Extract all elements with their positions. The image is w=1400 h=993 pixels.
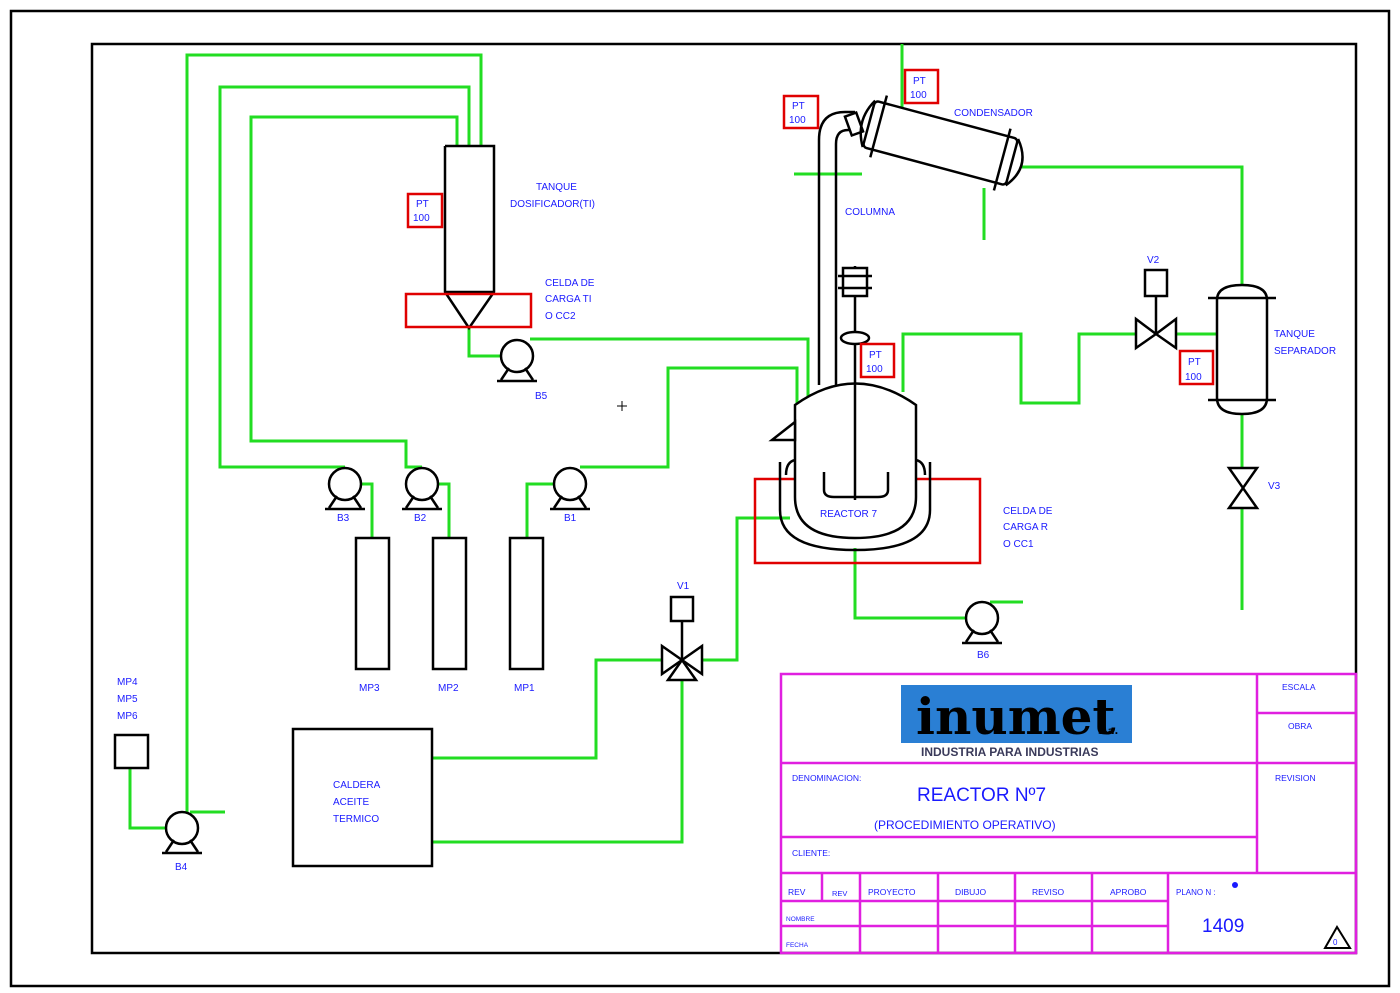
process-lines (128, 44, 1244, 844)
valve-v2-icon (1134, 268, 1178, 351)
label-mp2: MP2 (438, 683, 459, 694)
label-mp4: MP4 (117, 677, 138, 688)
valve-v1-icon (660, 595, 704, 682)
label-b4: B4 (175, 862, 188, 873)
tank-mp1 (508, 536, 545, 671)
pump-b2-icon (402, 466, 442, 511)
svg-text:PT: PT (869, 350, 882, 361)
label-b1: B1 (564, 513, 577, 524)
svg-text:0: 0 (1333, 938, 1338, 947)
label-rev-1: REV (788, 887, 806, 897)
label-nombre: NOMBRE (786, 916, 815, 923)
label-celda-cc1-2: CARGA R (1003, 522, 1048, 533)
label-mp3: MP3 (359, 683, 380, 694)
svg-text:100: 100 (866, 364, 883, 375)
boiler (291, 727, 434, 868)
label-celda-cc2-3: O CC2 (545, 311, 576, 322)
load-cell-cc2 (404, 292, 533, 329)
label-columna: COLUMNA (845, 207, 895, 218)
svg-text:PT: PT (913, 76, 926, 87)
separator-tank (1208, 283, 1276, 416)
label-b5: B5 (535, 391, 548, 402)
condenser (859, 95, 1024, 191)
label-separador-1: TANQUE (1274, 329, 1315, 340)
pump-b1-icon (550, 466, 590, 511)
pt-separator: PT 100 (1178, 349, 1215, 386)
svg-text:PT: PT (416, 199, 429, 210)
pt-condenser: PT 100 (903, 68, 940, 105)
inner-frame (90, 42, 1358, 955)
label-b3: B3 (337, 513, 350, 524)
label-caldera-3: TERMICO (333, 814, 379, 825)
label-rev-2: REV (832, 889, 847, 898)
dosing-tank (443, 144, 496, 331)
tank-mp456 (113, 733, 150, 770)
label-condensador: CONDENSADOR (954, 108, 1033, 119)
label-reactor: REACTOR 7 (820, 509, 877, 520)
label-b6: B6 (977, 650, 990, 661)
svg-text:100: 100 (789, 115, 806, 126)
pt-dosing: PT 100 (406, 192, 444, 229)
label-b2: B2 (414, 513, 427, 524)
label-plano: PLANO N : (1176, 888, 1216, 897)
drawing-number: 1409 (1202, 916, 1244, 937)
svg-text:PT: PT (792, 101, 805, 112)
company-logo: inumet s.a. INDUSTRIA PARA INDUSTRIAS (901, 685, 1132, 759)
label-celda-cc2-1: CELDA DE (545, 278, 595, 289)
label-denominacion: DENOMINACION: (792, 773, 861, 783)
label-reviso: REVISO (1032, 887, 1065, 897)
label-mp1: MP1 (514, 683, 535, 694)
label-aprobo: APROBO (1110, 887, 1147, 897)
label-separador-2: SEPARADOR (1274, 346, 1336, 357)
column (817, 110, 865, 385)
pt-column: PT 100 (782, 94, 820, 130)
svg-text:100: 100 (1185, 372, 1202, 383)
label-v3: V3 (1268, 481, 1281, 492)
label-revision: REVISION (1275, 773, 1316, 783)
reactor (753, 266, 982, 565)
label-tank-dosificador-2: DOSIFICADOR(TI) (510, 199, 595, 210)
label-tank-dosificador-1: TANQUE (536, 182, 577, 193)
label-cliente: CLIENTE: (792, 848, 830, 858)
label-escala: ESCALA (1282, 682, 1316, 692)
valve-v3-icon (1226, 466, 1260, 510)
label-celda-cc2-2: CARGA TI (545, 294, 592, 305)
label-celda-cc1-3: O CC1 (1003, 539, 1034, 550)
label-proyecto: PROYECTO (868, 887, 916, 897)
drawing-title: REACTOR Nº7 (917, 785, 1046, 806)
label-mp6: MP6 (117, 711, 138, 722)
label-celda-cc1-1: CELDA DE (1003, 506, 1053, 517)
pt-reactor: PT 100 (859, 342, 896, 379)
label-mp5: MP5 (117, 694, 138, 705)
outer-frame (9, 9, 1391, 988)
label-dibujo: DIBUJO (955, 887, 987, 897)
pump-b4-icon (162, 810, 202, 855)
svg-text:inumet: inumet (916, 687, 1116, 746)
revision-triangle-icon: 0 (1323, 925, 1352, 949)
label-v1: V1 (677, 581, 690, 592)
svg-text:100: 100 (910, 90, 927, 101)
drawing-subtitle: (PROCEDIMIENTO OPERATIVO) (874, 818, 1056, 832)
pump-b3-icon (325, 466, 365, 511)
tank-mp2 (431, 536, 468, 671)
pump-b5-icon (497, 338, 537, 383)
title-block: inumet s.a. INDUSTRIA PARA INDUSTRIAS ES… (779, 672, 1358, 955)
svg-text:PT: PT (1188, 357, 1201, 368)
label-obra: OBRA (1288, 721, 1312, 731)
label-caldera-1: CALDERA (333, 780, 381, 791)
diagram-labels: TANQUE DOSIFICADOR(TI) CELDA DE CARGA TI… (117, 108, 1336, 873)
svg-text:INDUSTRIA PARA INDUSTRIAS: INDUSTRIA PARA INDUSTRIAS (921, 745, 1099, 759)
label-fecha: FECHA (786, 942, 809, 949)
tank-mp3 (354, 536, 391, 671)
crosshair-icon (617, 401, 627, 411)
pump-b6-icon (962, 600, 1002, 645)
svg-text:s.a.: s.a. (1098, 726, 1118, 737)
label-v2: V2 (1147, 255, 1160, 266)
svg-text:100: 100 (413, 213, 430, 224)
label-caldera-2: ACEITE (333, 797, 369, 808)
